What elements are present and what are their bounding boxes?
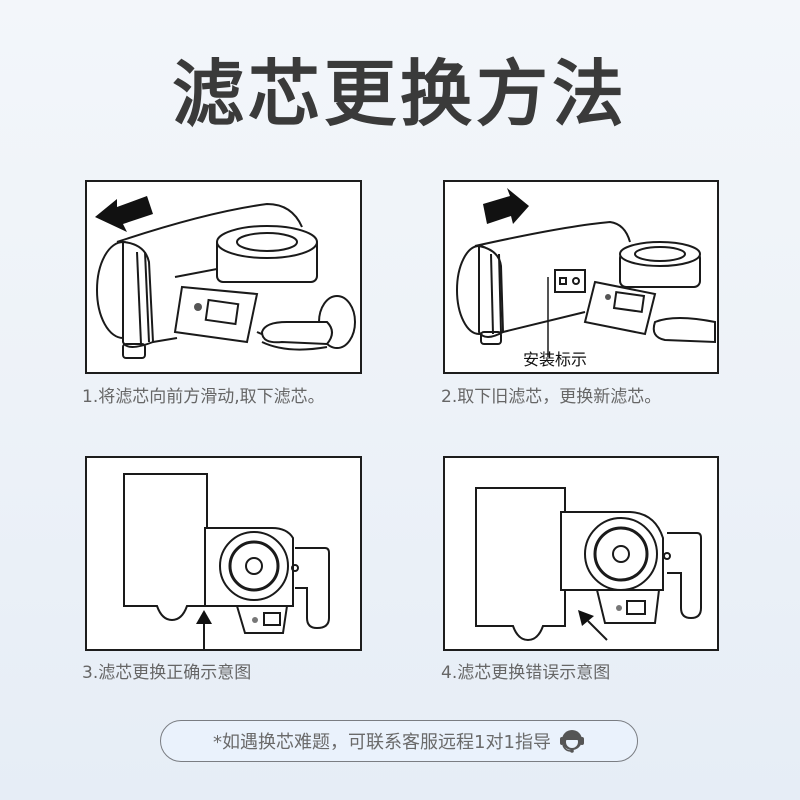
step-3-caption: 3.滤芯更换正确示意图 xyxy=(82,663,252,683)
step-4-caption: 4.滤芯更换错误示意图 xyxy=(441,663,611,683)
install-mark-label: 安装标示 xyxy=(523,350,588,369)
step-1-illustration xyxy=(85,180,362,374)
support-text: *如遇换芯难题，可联系客服远程1对1指导 xyxy=(213,732,551,753)
step-4-illustration xyxy=(443,456,719,651)
page-title: 滤芯更换方法 xyxy=(171,52,628,136)
diagonal-arrow-icon xyxy=(578,610,594,626)
headset-support-icon xyxy=(559,728,585,754)
step-2-caption: 2.取下旧滤芯，更换新滤芯。 xyxy=(441,387,662,407)
step-1-caption: 1.将滤芯向前方滑动,取下滤芯。 xyxy=(82,387,325,407)
left-arrow-icon xyxy=(95,196,153,232)
right-arrow-icon xyxy=(483,188,529,224)
step-2-illustration: 安装标示 xyxy=(443,180,719,374)
remote-support-banner[interactable]: *如遇换芯难题，可联系客服远程1对1指导 xyxy=(160,720,638,762)
step-3-illustration xyxy=(85,456,362,651)
up-arrow-icon xyxy=(196,610,212,624)
